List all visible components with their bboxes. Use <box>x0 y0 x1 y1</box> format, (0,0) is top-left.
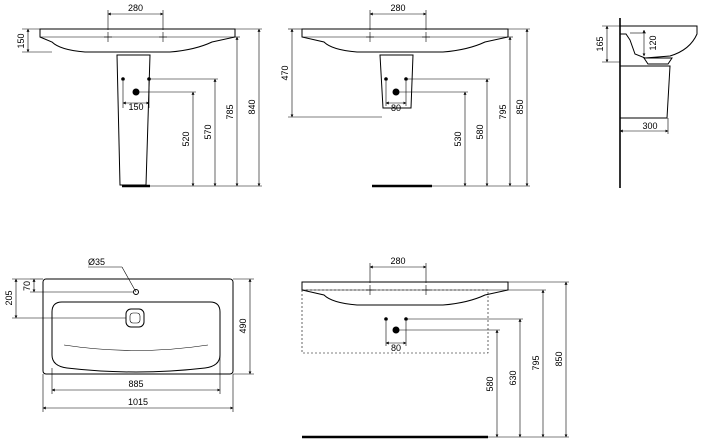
dim-basin-offset: 205 <box>4 290 14 305</box>
dim-rim-lower: 795 <box>531 355 541 370</box>
dim-tap-spacing: 280 <box>390 256 405 266</box>
dim-supply-height: 630 <box>508 370 518 385</box>
dim-supply-height: 570 <box>203 124 213 139</box>
view-front-furniture: 280 80 580 630 795 850 <box>301 256 569 439</box>
dim-basin-height: 150 <box>16 33 26 48</box>
tap-hole-marks <box>104 32 167 42</box>
dim-rim-total: 850 <box>515 99 525 114</box>
dim-depth: 490 <box>238 318 248 333</box>
dim-basin-depth: 165 <box>595 36 605 51</box>
basin-outline <box>39 28 236 53</box>
waste-outlet <box>125 308 145 328</box>
dim-waste-height: 530 <box>453 131 463 146</box>
dim-waste-height: 580 <box>485 376 495 391</box>
view-side: 165 120 300 <box>595 18 698 188</box>
dim-waste-height: 520 <box>181 131 191 146</box>
waste-outlet-mark <box>132 88 140 96</box>
dim-wall-offset: 300 <box>642 121 657 131</box>
dim-bowl-width: 885 <box>128 379 143 389</box>
basin-outline <box>301 28 509 53</box>
dim-overflow-height: 120 <box>648 35 658 50</box>
view-plan: Ø35 70 205 490 885 1015 <box>4 257 254 412</box>
view-front-pedestal: 280 150 150 520 570 785 840 <box>16 3 262 188</box>
bowl-outline <box>51 301 221 373</box>
dim-rim-total: 850 <box>554 351 564 366</box>
siphon-cover <box>379 54 414 109</box>
siphon-profile <box>620 65 671 119</box>
view-front-wall-hung: 280 470 80 530 580 795 850 <box>280 3 530 188</box>
dim-rim-total: 840 <box>247 99 257 114</box>
dim-waste-spacing: 80 <box>391 343 401 353</box>
dim-tap-spacing: 280 <box>128 3 143 13</box>
dim-rim-lower: 795 <box>498 104 508 119</box>
dim-tap-offset: 70 <box>22 281 32 291</box>
dim-waste-spacing: 80 <box>391 103 401 113</box>
dim-siphon-height: 470 <box>280 65 290 80</box>
dim-waste-spacing: 150 <box>128 102 143 112</box>
dim-overall-width: 1015 <box>128 397 148 407</box>
tap-hole <box>133 289 139 295</box>
basin-plan-outline <box>42 278 234 375</box>
dim-tap-spacing: 280 <box>390 3 405 13</box>
dim-tap-hole-diameter: Ø35 <box>88 257 105 267</box>
dim-rim-lower: 785 <box>225 104 235 119</box>
basin-profile <box>620 25 698 59</box>
pedestal-outline <box>116 54 151 186</box>
dim-supply-height: 580 <box>475 124 485 139</box>
basin-outline <box>301 281 509 306</box>
furniture-outline <box>301 289 489 354</box>
